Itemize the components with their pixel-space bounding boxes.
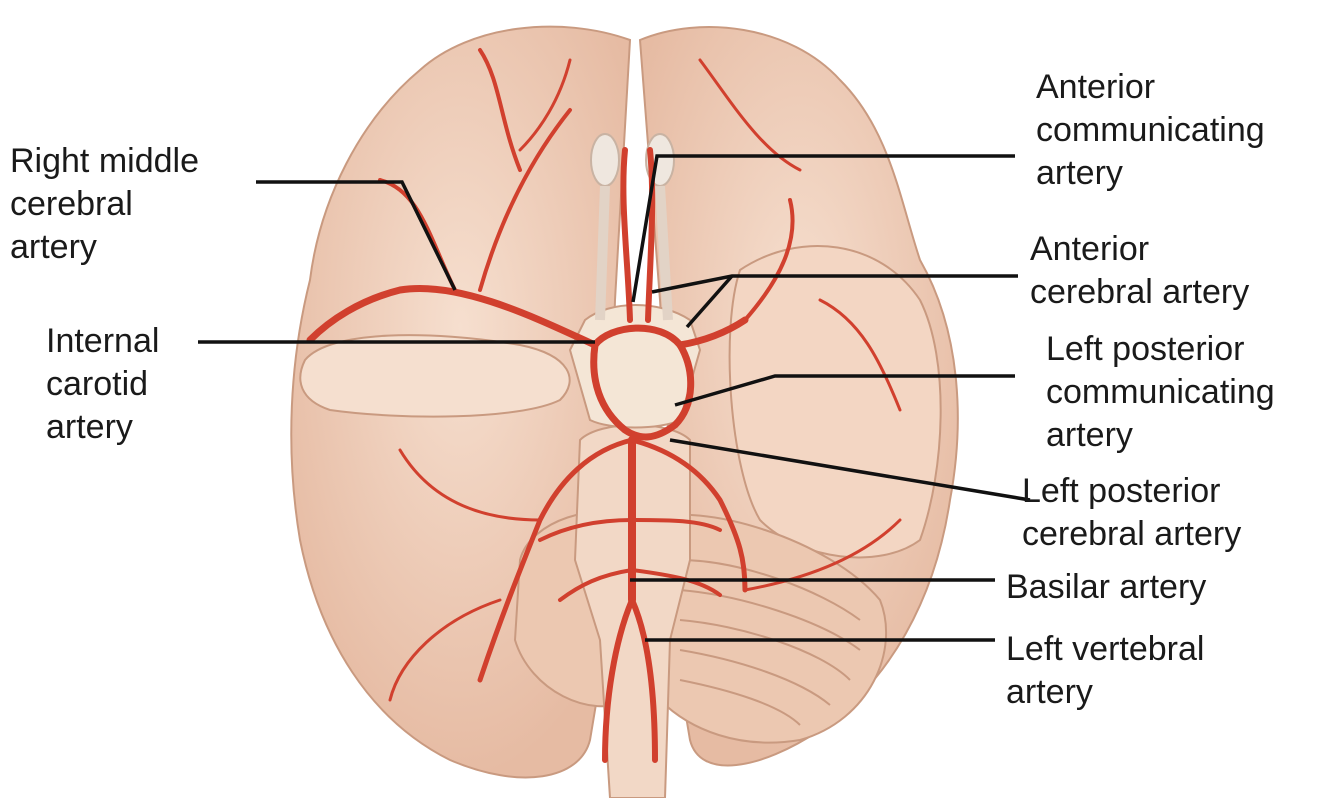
label-line: carotid	[46, 365, 149, 403]
leader-lines	[198, 154, 1031, 642]
label-line: artery	[1046, 416, 1133, 454]
leader-left-posterior-cerebral	[669, 438, 1031, 502]
label-line: cerebral artery	[1030, 273, 1250, 311]
label-line: cerebral	[10, 185, 133, 223]
label-line: artery	[1006, 673, 1093, 711]
temporal-lobe-right	[299, 334, 571, 418]
optic-chiasm	[568, 304, 702, 429]
label-line: artery	[46, 408, 133, 446]
label-internal-carotid-artery: Internal carotid artery	[46, 320, 159, 449]
label-basilar-artery: Basilar artery	[1006, 566, 1206, 609]
label-line: Basilar artery	[1006, 568, 1207, 606]
label-line: communicating	[1046, 373, 1275, 411]
label-left-vertebral-artery: Left vertebral artery	[1006, 628, 1204, 714]
label-line: Internal	[46, 322, 160, 360]
label-line: Left posterior	[1046, 330, 1245, 368]
label-line: Left posterior	[1022, 472, 1221, 510]
label-right-middle-cerebral-artery: Right middle cerebral artery	[10, 140, 199, 269]
temporal-lobe-left	[728, 245, 942, 559]
leader-anterior-communicating	[631, 154, 1015, 303]
label-line: artery	[10, 228, 97, 266]
olfactory-bulb-right	[590, 133, 620, 187]
olfactory-tracts	[595, 185, 673, 321]
label-anterior-communicating-artery: Anterior communicating artery	[1036, 66, 1265, 195]
leader-left-posterior-communicating	[674, 374, 1015, 407]
leader-right-middle-cerebral	[256, 180, 457, 291]
leader-anterior-cerebral-2	[685, 274, 734, 329]
label-line: cerebral artery	[1022, 515, 1242, 553]
label-left-posterior-cerebral-artery: Left posterior cerebral artery	[1022, 470, 1241, 556]
label-line: Left vertebral	[1006, 630, 1205, 668]
label-line: artery	[1036, 154, 1123, 192]
label-line: Anterior	[1036, 68, 1156, 106]
label-line: communicating	[1036, 111, 1265, 149]
label-line: Anterior	[1030, 230, 1150, 268]
label-line: Right middle	[10, 142, 199, 180]
label-left-posterior-communicating-artery: Left posterior communicating artery	[1046, 328, 1275, 457]
label-anterior-cerebral-artery: Anterior cerebral artery	[1030, 228, 1249, 314]
